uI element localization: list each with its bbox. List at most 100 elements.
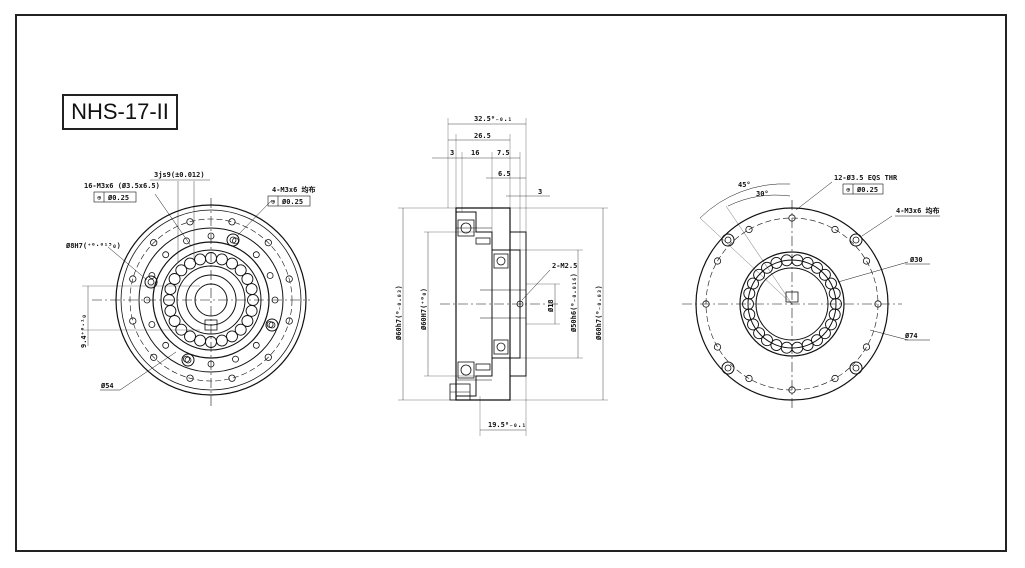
roller: [747, 277, 759, 290]
left-tolerance-2: Ø0.25: [281, 198, 303, 206]
left-note-tapped-holes: 16-M3x6 (Ø3.5x6.5): [84, 182, 160, 190]
mounting-hole: [713, 343, 722, 351]
roller: [164, 283, 177, 296]
center-seg-3: 3: [450, 149, 454, 157]
tapped-hole: [162, 341, 170, 349]
roller: [215, 334, 228, 347]
roller: [245, 283, 258, 296]
mounting-hole: [264, 353, 272, 361]
mounting-hole: [186, 218, 194, 226]
center-d-mid: Ø50h6(⁰₋₀.₀₁₆): [570, 273, 578, 333]
tapped-hole: [266, 272, 274, 279]
mounting-hole: [285, 317, 293, 325]
right-d-30: Ø30: [909, 256, 923, 264]
tapped-hole: [252, 341, 260, 349]
tapped-hole: [207, 232, 215, 240]
roller: [234, 264, 247, 277]
right-angle-45: 45°: [738, 181, 751, 189]
center-length-total: 32.5⁰₋₀.₁: [474, 115, 512, 123]
roller: [828, 287, 841, 300]
svg-text:⊕: ⊕: [97, 194, 102, 202]
mounting-hole: [264, 239, 272, 247]
mounting-hole: [745, 374, 753, 383]
roller: [194, 334, 207, 347]
mounting-hole: [702, 300, 710, 308]
center-bottom: 19.5⁰₋₀.₁: [488, 421, 526, 429]
mounting-hole: [186, 374, 194, 382]
drawing-frame: [15, 14, 1007, 552]
roller: [184, 330, 196, 343]
center-seg-16: 16: [471, 149, 479, 157]
center-d-inner-left: Ø60H7(⁺⁰₀): [420, 288, 428, 331]
roller: [184, 257, 196, 270]
left-tolerance-1: Ø0.25: [107, 194, 129, 202]
roller: [825, 318, 837, 331]
left-view: ⊕ ⊕: [82, 179, 311, 408]
mounting-hole: [228, 218, 236, 226]
roller: [215, 253, 228, 266]
roller: [168, 315, 181, 327]
roller: [818, 268, 831, 281]
right-d-74: Ø74: [904, 332, 918, 340]
mounting-hole: [150, 353, 158, 361]
right-tolerance: Ø0.25: [856, 186, 878, 194]
roller: [811, 261, 823, 274]
roller: [175, 264, 188, 277]
tapped-hole: [207, 360, 215, 368]
tapped-hole: [271, 296, 279, 304]
roller: [175, 323, 188, 336]
mounting-hole: [129, 275, 137, 283]
roller: [194, 253, 207, 266]
mounting-hole: [862, 343, 871, 351]
roller: [226, 330, 238, 343]
tapped-hole: [143, 296, 151, 304]
roller: [761, 334, 773, 347]
tapped-hole: [148, 321, 156, 328]
center-length-26: 26.5: [474, 132, 491, 140]
mounting-hole: [862, 257, 871, 265]
right-note-holes-12: 12-Ø3.5 EQS THR: [834, 174, 898, 182]
mounting-hole: [129, 317, 137, 325]
center-gap-3: 3: [538, 188, 542, 196]
roller: [245, 304, 258, 317]
left-note-holes-4: 4-M3x6 均布: [272, 185, 316, 194]
left-pcd: Ø54: [100, 382, 114, 390]
mounting-hole: [713, 257, 722, 265]
roller: [811, 334, 823, 347]
center-view: [398, 118, 608, 436]
center-seg-7: 7.5: [497, 149, 510, 157]
right-view: ⊕: [682, 181, 940, 408]
drawing-title: NHS-17-II: [62, 94, 178, 130]
roller: [753, 268, 766, 281]
mounting-hole: [874, 300, 882, 308]
svg-text:⊕: ⊕: [846, 186, 851, 194]
tapped-hole: [252, 251, 260, 259]
roller: [761, 261, 773, 274]
left-keyway: 3js9(±0.012): [154, 171, 205, 179]
roller: [818, 327, 831, 340]
mounting-hole: [150, 239, 158, 247]
center-d-outer-right: Ø60h7(⁰₋₀.₀₃): [595, 285, 603, 341]
mounting-hole: [831, 225, 839, 234]
roller: [234, 323, 247, 336]
right-angle-30: 30°: [756, 190, 769, 198]
center-d-outer-left: Ø60h7(⁰₋₀.₀₃): [395, 285, 403, 341]
center-tap: 2-M2.5: [552, 262, 577, 270]
center-d-18: Ø18: [547, 299, 555, 313]
roller: [753, 327, 766, 340]
mounting-hole: [228, 374, 236, 382]
tapped-hole: [183, 237, 190, 245]
roller: [226, 257, 238, 270]
roller: [241, 273, 254, 285]
left-key-depth: 9.4⁺⁰·¹₀: [80, 314, 88, 348]
roller: [164, 304, 177, 317]
tapped-hole: [148, 272, 156, 279]
roller: [770, 339, 783, 352]
right-note-holes-4: 4-M3x6 均布: [896, 206, 940, 215]
mounting-hole: [831, 374, 839, 383]
roller: [801, 256, 814, 269]
center-seg-6: 6.5: [498, 170, 511, 178]
mounting-hole: [745, 225, 753, 234]
left-bore: Ø8H7(⁺⁰·⁰¹⁵₀): [65, 242, 121, 250]
